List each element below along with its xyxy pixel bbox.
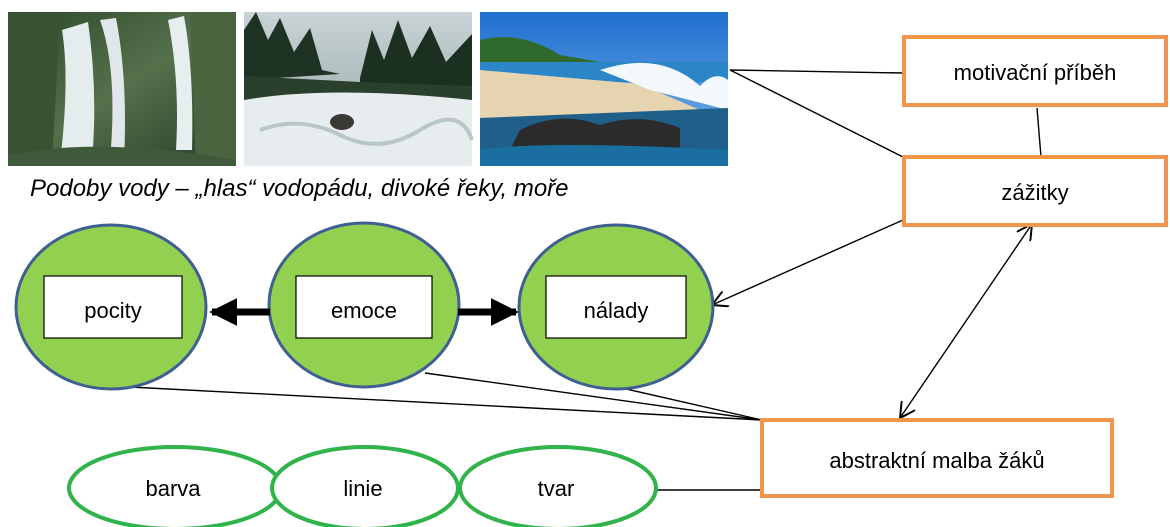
node-label-nalady: nálady xyxy=(584,298,649,323)
box-label-experiences: zážitky xyxy=(1001,180,1068,205)
box-motivacni-pribeh: motivační příběh xyxy=(902,35,1168,107)
green-node-emoce: emoce xyxy=(267,221,461,389)
ellipse-barva: barva xyxy=(67,445,283,527)
waterfall-photo xyxy=(8,12,236,166)
line-emotions-to-painting xyxy=(424,372,763,421)
line-story-to-experiences xyxy=(1036,107,1042,158)
ellipse-tvar: tvar xyxy=(458,445,658,527)
box-label-story: motivační příběh xyxy=(954,60,1117,85)
box-zazitky: zážitky xyxy=(902,155,1168,227)
photos-caption: Podoby vody – „hlas“ vodopádu, divoké ře… xyxy=(30,175,569,202)
ellipse-label-shape: tvar xyxy=(538,476,575,501)
ellipse-linie: linie xyxy=(270,445,460,527)
sea-photo xyxy=(480,12,728,166)
node-label-pocity: pocity xyxy=(84,298,141,323)
arrow-experiences-painting xyxy=(900,224,1032,418)
line-photos-to-story xyxy=(729,69,904,74)
green-node-pocity: pocity xyxy=(14,223,208,391)
ellipse-label-line: linie xyxy=(343,476,382,501)
box-label-painting: abstraktní malba žáků xyxy=(829,448,1044,473)
river-photo xyxy=(244,12,474,166)
arrow-experiences-to-moods xyxy=(712,219,904,305)
connectors xyxy=(129,69,1042,491)
node-label-emoce: emoce xyxy=(331,298,397,323)
line-feelings-to-painting xyxy=(129,386,763,421)
ellipse-label-color: barva xyxy=(145,476,201,501)
line-photos-to-experiences xyxy=(729,69,904,158)
green-node-nalady: nálady xyxy=(517,223,715,391)
box-abstraktni-malba: abstraktní malba žáků xyxy=(760,418,1114,498)
